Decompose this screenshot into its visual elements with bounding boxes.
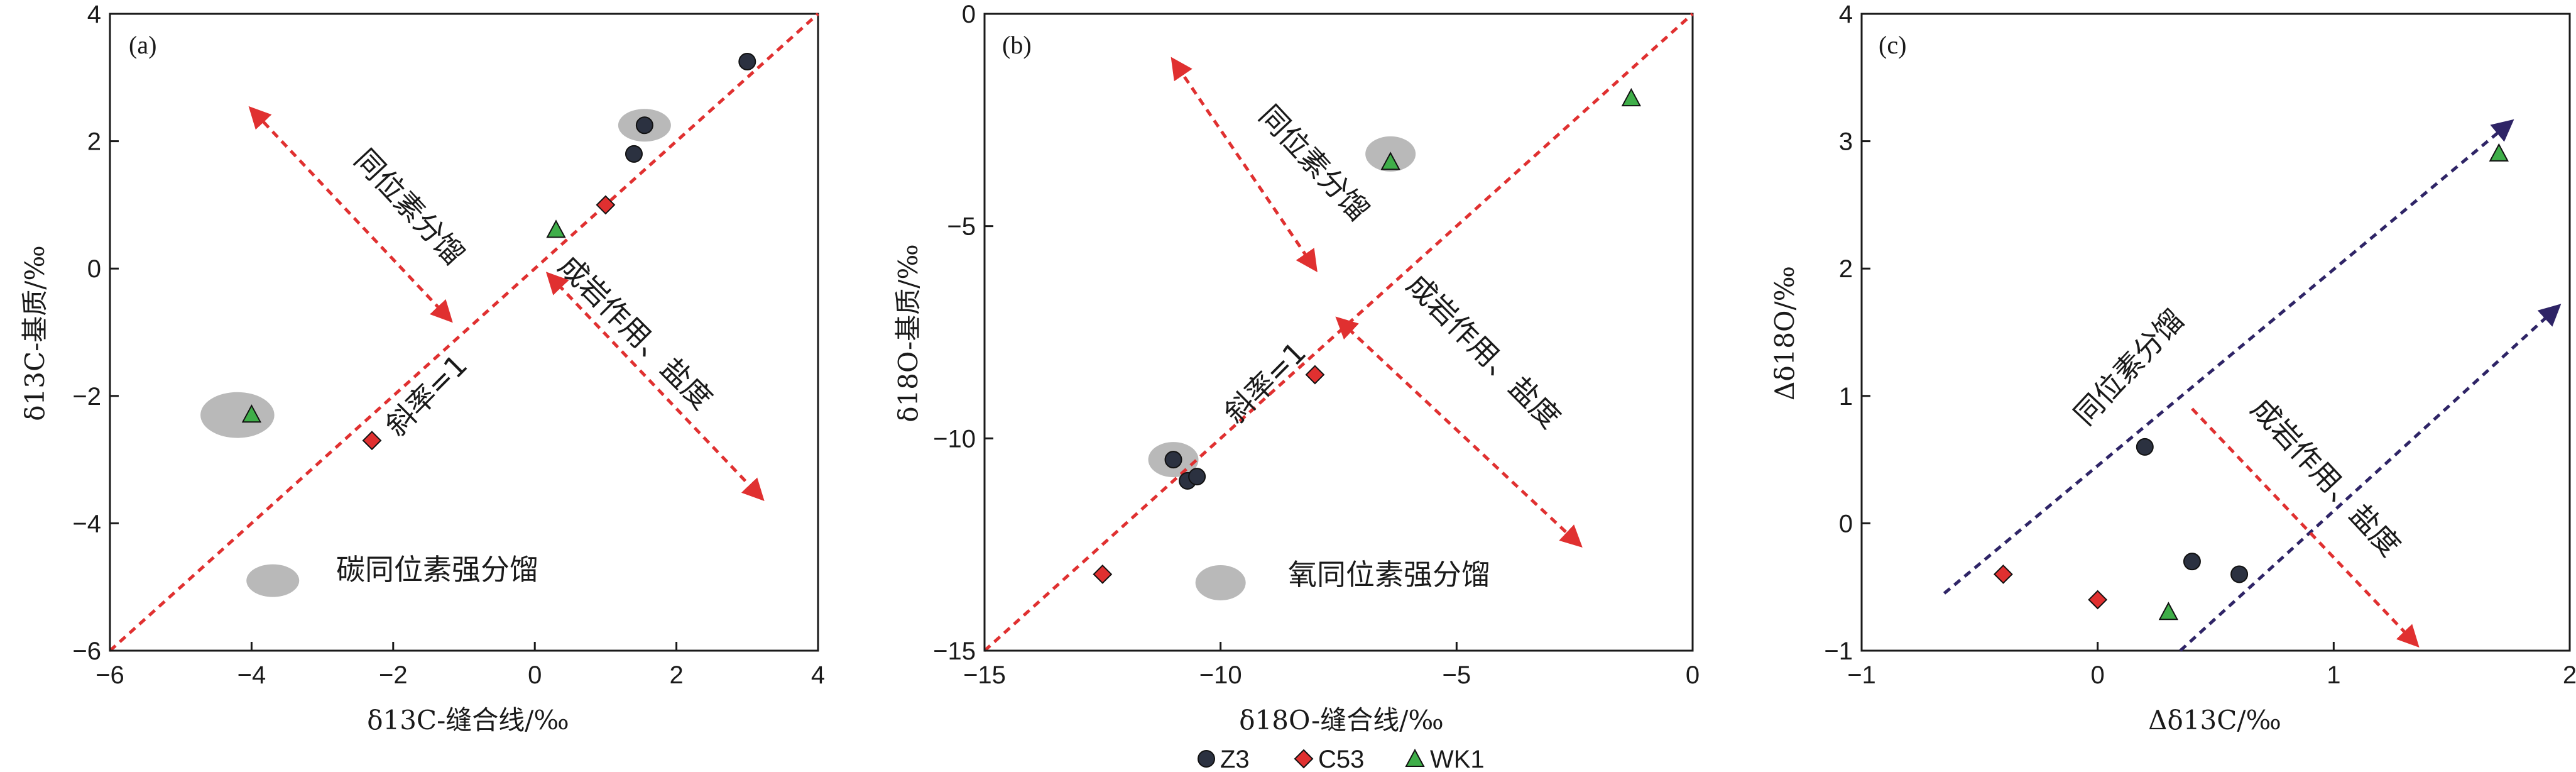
point-c53 <box>2088 590 2108 610</box>
point-z3 <box>2183 553 2201 571</box>
point-wk1 <box>1621 87 1642 107</box>
point-z3 <box>2230 565 2249 583</box>
annotation-diagenesis-b: 成岩作用、盐度 <box>1400 268 1567 435</box>
panel-c-frame <box>1860 13 2571 652</box>
x-tick-label: −2 <box>379 661 408 689</box>
y-tick-label: −6 <box>72 637 101 665</box>
x-tick-label: 1 <box>2327 661 2340 689</box>
point-z3 <box>635 116 653 135</box>
point-z3 <box>625 145 643 163</box>
y-tick-label: −15 <box>933 637 976 665</box>
shaded-region <box>1195 565 1246 600</box>
y-axis-label-c: Δδ18O/‰ <box>1769 266 1800 400</box>
y-tick-label: 2 <box>87 128 101 156</box>
legend: Z3 C53 WK1 <box>1198 746 1485 772</box>
panel-c-label: (c) <box>1879 31 1906 59</box>
trend-arrow <box>1335 316 1583 548</box>
point-wk1 <box>241 404 262 423</box>
slope-1-line <box>983 13 1694 652</box>
y-tick-label: −5 <box>947 213 976 241</box>
point-z3 <box>2136 438 2154 456</box>
y-tick-label: 4 <box>1839 1 1853 28</box>
trend-arrow <box>545 272 765 501</box>
trend-arrow <box>2179 304 2562 652</box>
x-tick-label: −6 <box>96 661 124 689</box>
x-tick-label: 0 <box>528 661 542 689</box>
x-tick-label: −10 <box>1199 661 1242 689</box>
legend-marker-z3 <box>1198 750 1215 768</box>
point-c53 <box>596 195 616 215</box>
annotation-fractionation-c: 同位素分馏 <box>2067 303 2190 432</box>
annotation-fractionation-a: 同位素分馏 <box>348 143 471 272</box>
x-tick-label: −4 <box>237 661 266 689</box>
annotation-fractionation-b: 同位素分馏 <box>1253 99 1376 228</box>
y-tick-label: 2 <box>1839 255 1853 283</box>
point-wk1 <box>2489 143 2509 162</box>
panel-b-frame <box>983 13 1694 652</box>
x-tick-label: 2 <box>669 661 683 689</box>
panel-a-label: (a) <box>129 31 156 59</box>
point-c53 <box>1305 365 1325 385</box>
panel-b: (b) −15 −10 −5 0 −15 −10 −5 0 斜率=1 同位素分馏 成岩作用、盐… <box>893 1 1700 736</box>
trend-arrow <box>1171 57 1318 272</box>
annotation-strong-a: 碳同位素强分馏 <box>336 553 538 587</box>
x-tick-label: −1 <box>1847 661 1876 689</box>
y-tick-label: 4 <box>87 1 101 28</box>
point-c53 <box>1993 565 2013 584</box>
legend-marker-c53 <box>1294 749 1314 769</box>
y-axis-label-b: δ18O-基质/‰ <box>893 244 924 422</box>
annotation-slope-a: 斜率=1 <box>379 348 474 443</box>
point-z3 <box>1188 468 1206 486</box>
legend-label-z3: Z3 <box>1220 746 1250 772</box>
x-axis-label-c: Δδ13C/‰ <box>2148 705 2281 736</box>
shaded-region <box>200 392 275 438</box>
annotation-diagenesis-c: 成岩作用、盐度 <box>2244 392 2407 563</box>
y-axis-label-a: δ13C-基质/‰ <box>19 245 50 421</box>
annotation-diagenesis-a: 成岩作用、盐度 <box>552 249 719 416</box>
x-tick-label: 2 <box>2563 661 2576 689</box>
x-tick-label: −15 <box>963 661 1006 689</box>
point-z3 <box>738 52 756 70</box>
trend-arrow <box>248 106 453 323</box>
x-tick-label: −5 <box>1443 661 1471 689</box>
point-wk1 <box>1380 152 1400 170</box>
y-tick-label: 1 <box>1839 383 1853 411</box>
point-c53 <box>1093 565 1113 584</box>
point-wk1 <box>546 219 566 238</box>
y-tick-label: −2 <box>72 383 101 411</box>
point-z3 <box>1164 451 1182 469</box>
y-tick-label: −10 <box>933 425 976 453</box>
x-tick-label: 0 <box>1686 661 1700 689</box>
x-tick-label: 4 <box>811 661 825 689</box>
y-tick-label: 0 <box>962 1 976 28</box>
y-tick-label: −1 <box>1824 637 1853 665</box>
annotation-slope-b: 斜率=1 <box>1218 335 1313 430</box>
point-wk1 <box>2158 602 2179 620</box>
y-tick-label: 3 <box>1839 128 1853 156</box>
panel-c: (c) −1 0 1 2 −1 0 1 2 3 4 同位素分馏 成岩作用、盐度 Δδ13C/‰ Δ… <box>1769 1 2576 736</box>
trend-arrow <box>1943 119 2514 595</box>
panel-b-label: (b) <box>1002 31 1032 59</box>
y-tick-label: 0 <box>87 255 101 283</box>
point-c53 <box>362 431 382 451</box>
panel-a-frame <box>109 13 819 652</box>
slope-1-line <box>109 13 819 652</box>
shaded-region <box>246 564 300 597</box>
trend-arrow <box>2191 407 2420 648</box>
legend-marker-wk1 <box>1405 748 1425 767</box>
legend-label-c53: C53 <box>1318 746 1364 772</box>
annotation-strong-b: 氧同位素强分馏 <box>1288 558 1490 592</box>
y-tick-label: −4 <box>72 510 101 538</box>
legend-label-wk1: WK1 <box>1430 746 1485 772</box>
panel-a: (a) −6 −4 −2 0 2 4 −6 −4 −2 0 2 4 斜率=1 同位素分馏 成岩作用、盐… <box>19 1 825 736</box>
x-tick-label: 0 <box>2091 661 2105 689</box>
x-axis-label-b: δ18O-缝合线/‰ <box>1239 705 1443 736</box>
y-tick-label: 0 <box>1839 510 1853 538</box>
x-axis-label-a: δ13C-缝合线/‰ <box>367 705 569 736</box>
